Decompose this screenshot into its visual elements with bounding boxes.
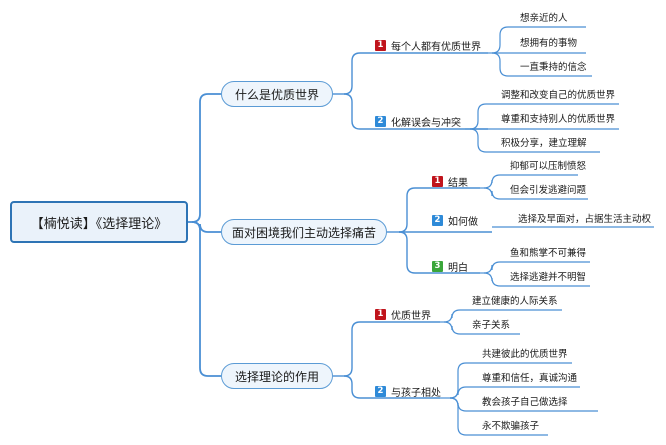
leaf-topic[interactable]: 建立健康的人际关系 [472, 296, 558, 307]
branch-topic-label: 什么是优质世界 [234, 87, 319, 102]
subtopic-result[interactable]: 1 结果 [432, 173, 468, 189]
connector-line [443, 321, 520, 335]
priority-2-icon: 2 [375, 115, 386, 127]
leaf-topic[interactable]: 永不欺骗孩子 [482, 421, 540, 432]
leaf-topic[interactable]: 但会引发逃避问题 [510, 185, 587, 196]
connector-line [343, 93, 488, 130]
subtopic-label: 如何做 [448, 216, 478, 228]
subtopic-resolve-conflict[interactable]: 2 化解误会与冲突 [375, 113, 461, 129]
subtopic-label: 明白 [448, 262, 468, 274]
subtopic-quality-world[interactable]: 1 优质世界 [375, 306, 431, 322]
leaf-topic[interactable]: 尊重和信任，真诚沟通 [482, 373, 578, 384]
subtopic-quality-world-everyone[interactable]: 1 每个人都有优质世界 [375, 37, 481, 53]
branch-topic-2[interactable]: 面对困境我们主动选择痛苦 [221, 219, 387, 245]
root-topic[interactable]: 【楠悦读】《选择理论》 [10, 201, 188, 243]
connector-line [483, 187, 588, 200]
connector-line [491, 26, 586, 54]
connector-line [343, 52, 488, 95]
branch-topic-label: 面对困境我们主动选择痛苦 [231, 225, 376, 240]
leaf-topic[interactable]: 选择逃避并不明智 [510, 272, 587, 283]
leaf-topic[interactable]: 亲子关系 [472, 320, 511, 331]
connector-line [483, 261, 590, 274]
subtopic-label: 每个人都有优质世界 [391, 41, 481, 53]
connector-line [191, 93, 221, 223]
subtopic-with-children[interactable]: 2 与孩子相处 [375, 383, 441, 399]
branch-topic-3[interactable]: 选择理论的作用 [221, 363, 333, 389]
connector-line [449, 397, 548, 436]
connector-line [469, 128, 600, 153]
leaf-topic[interactable]: 共建彼此的优质世界 [482, 349, 568, 360]
connector-line [343, 375, 440, 399]
leaf-topic[interactable]: 选择及早面对，占据生活主动权 [518, 214, 652, 225]
connector-line [483, 272, 590, 287]
connector-line [191, 221, 221, 377]
connector-line [483, 174, 578, 189]
branch-topic-1[interactable]: 什么是优质世界 [221, 81, 333, 107]
subtopic-label: 与孩子相处 [391, 387, 441, 399]
leaf-topic[interactable]: 一直秉持的信念 [520, 62, 587, 73]
priority-1-icon: 1 [375, 39, 386, 51]
leaf-topic[interactable]: 想拥有的事物 [520, 38, 578, 49]
leaf-topic[interactable]: 教会孩子自己做选择 [482, 397, 568, 408]
connector-line [469, 103, 619, 130]
subtopic-label: 化解误会与冲突 [391, 117, 461, 129]
connector-line [398, 187, 480, 233]
connector-line [449, 386, 580, 399]
priority-2-icon: 2 [432, 214, 443, 226]
connector-line [443, 309, 562, 323]
leaf-topic[interactable]: 抑郁可以压制愤怒 [510, 161, 587, 172]
subtopic-label: 结果 [448, 177, 468, 189]
leaf-topic[interactable]: 积极分享，建立理解 [501, 138, 587, 149]
priority-2-icon: 2 [375, 385, 386, 397]
branch-topic-label: 选择理论的作用 [234, 369, 319, 384]
subtopic-understand[interactable]: 3 明白 [432, 258, 468, 274]
root-topic-label: 【楠悦读】《选择理论》 [30, 216, 168, 232]
connector-line [343, 321, 440, 377]
priority-1-icon: 1 [375, 308, 386, 320]
connector-line [398, 231, 480, 274]
leaf-topic[interactable]: 鱼和熊掌不可兼得 [510, 248, 587, 259]
subtopic-how-to[interactable]: 2 如何做 [432, 212, 478, 228]
priority-1-icon: 1 [432, 175, 443, 187]
priority-3-icon: 3 [432, 260, 443, 272]
subtopic-label: 优质世界 [391, 310, 431, 322]
leaf-topic[interactable]: 调整和改变自己的优质世界 [501, 90, 616, 101]
leaf-topic[interactable]: 想亲近的人 [520, 13, 568, 24]
connector-line [491, 52, 592, 77]
leaf-topic[interactable]: 尊重和支持别人的优质世界 [501, 114, 616, 125]
